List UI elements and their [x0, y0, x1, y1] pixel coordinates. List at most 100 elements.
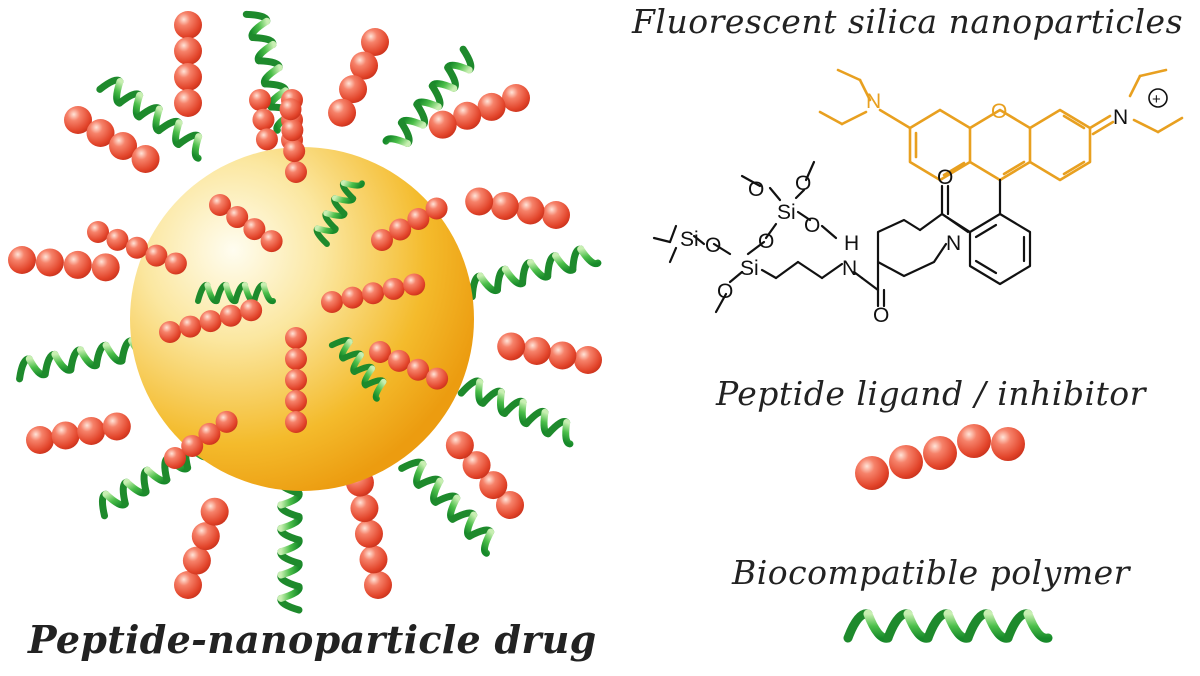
- atom-si-left: Si: [680, 228, 699, 251]
- peptide-chain: [285, 327, 307, 433]
- peptide-bead: [125, 236, 148, 259]
- peptide-chain: [371, 197, 448, 251]
- peptide-bead: [407, 208, 430, 230]
- peptide-chain: [159, 299, 263, 343]
- atom-nh-n: N: [842, 257, 857, 280]
- peptide-chain: [8, 246, 120, 282]
- peptide-chain: [64, 106, 160, 173]
- atom-o-4: O: [748, 178, 764, 201]
- peptide-bead: [350, 494, 379, 523]
- peptide-bead: [243, 218, 266, 241]
- legend-peptide-chain: [855, 424, 1025, 490]
- peptide-chain: [26, 412, 131, 454]
- peptide-bead: [226, 206, 249, 229]
- polymer-helix: [398, 458, 495, 557]
- caption-peptide-nanoparticle-drug: Peptide-nanoparticle drug: [28, 617, 597, 662]
- peptide-bead: [8, 246, 36, 274]
- polymer-helix: [468, 245, 602, 301]
- peptide-bead: [240, 299, 263, 322]
- atom-o-3: O: [705, 234, 721, 257]
- caption-peptide-ligand: Peptide ligand / inhibitor: [716, 374, 1146, 413]
- legend-polymer-helix: [843, 609, 1053, 643]
- peptide-bead: [403, 273, 426, 296]
- peptide-bead: [364, 571, 392, 599]
- peptide-bead: [283, 140, 306, 163]
- peptide-bead: [389, 218, 412, 241]
- polymer-helix: [382, 45, 475, 148]
- peptide-bead: [200, 497, 229, 526]
- peptide-bead: [174, 37, 202, 65]
- peptide-chain: [465, 187, 570, 229]
- atom-si-lower: Si: [740, 257, 759, 280]
- peptide-chain: [497, 332, 602, 374]
- peptide-bead: [191, 522, 220, 551]
- peptide-bead: [362, 282, 385, 305]
- peptide-bead: [279, 98, 302, 121]
- peptide-chain: [321, 273, 426, 313]
- polymer-helix: [313, 179, 365, 247]
- atom-si-upper: Si: [777, 201, 796, 224]
- peptide-bead: [371, 229, 393, 251]
- peptide-bead: [477, 92, 506, 121]
- peptide-bead: [106, 228, 129, 251]
- peptide-chain: [249, 89, 278, 151]
- atom-n-piperidine: N: [946, 232, 961, 255]
- peptide-bead: [445, 431, 474, 460]
- peptide-chain: [328, 28, 389, 127]
- peptide-bead: [87, 221, 109, 243]
- polymer-helix: [457, 377, 574, 448]
- peptide-bead: [63, 250, 92, 279]
- peptide-bead: [354, 519, 383, 548]
- caption-fluorescent-silica: Fluorescent silica nanoparticles: [632, 2, 1184, 41]
- polymer-helix: [277, 466, 303, 614]
- peptide-bead: [164, 252, 187, 275]
- peptide-bead: [462, 451, 491, 480]
- peptide-bead: [516, 196, 545, 225]
- peptide-bead: [64, 106, 92, 134]
- peptide-bead: [174, 63, 202, 91]
- peptide-bead: [285, 411, 307, 433]
- peptide-bead: [991, 427, 1025, 461]
- peptide-bead: [285, 390, 307, 412]
- peptide-bead: [359, 545, 388, 574]
- peptide-bead: [145, 244, 168, 267]
- polymer-helix: [843, 609, 1053, 643]
- peptide-bead: [465, 187, 494, 216]
- peptide-bead: [249, 89, 271, 111]
- peptide-bead: [369, 341, 391, 363]
- peptide-bead: [339, 75, 368, 104]
- peptide-bead: [490, 191, 519, 220]
- peptide-chain: [87, 221, 187, 275]
- peptide-chain: [174, 11, 202, 117]
- peptide-bead: [77, 416, 106, 445]
- peptide-bead: [159, 321, 181, 343]
- peptide-bead: [285, 369, 307, 391]
- peptide-bead: [35, 248, 64, 277]
- caption-biocompatible-polymer: Biocompatible polymer: [732, 553, 1130, 592]
- polymer-chains-surface: [195, 179, 387, 402]
- peptide-bead: [350, 51, 379, 80]
- atom-o-2: O: [758, 230, 774, 253]
- peptide-bead: [199, 310, 222, 333]
- peptide-bead: [219, 304, 242, 327]
- peptide-bead: [260, 230, 283, 253]
- polymer-helix: [328, 337, 387, 402]
- polymer-chains-outer: [16, 10, 602, 614]
- peptide-bead: [497, 332, 526, 361]
- peptide-bead: [179, 315, 202, 338]
- peptide-bead: [321, 291, 343, 313]
- charge-circle: [1148, 88, 1168, 108]
- atom-n-left: N: [866, 90, 881, 113]
- atom-o-5: O: [795, 172, 811, 195]
- peptide-bead: [388, 349, 411, 372]
- atom-n-right: N: [1113, 106, 1128, 129]
- peptide-bead: [181, 434, 204, 457]
- polymer-helix: [96, 76, 203, 162]
- peptide-bead: [86, 119, 115, 147]
- atom-o-amide: O: [873, 304, 889, 327]
- peptide-bead: [428, 110, 457, 139]
- peptide-chain: [345, 468, 392, 599]
- atom-o-ring: O: [991, 100, 1007, 123]
